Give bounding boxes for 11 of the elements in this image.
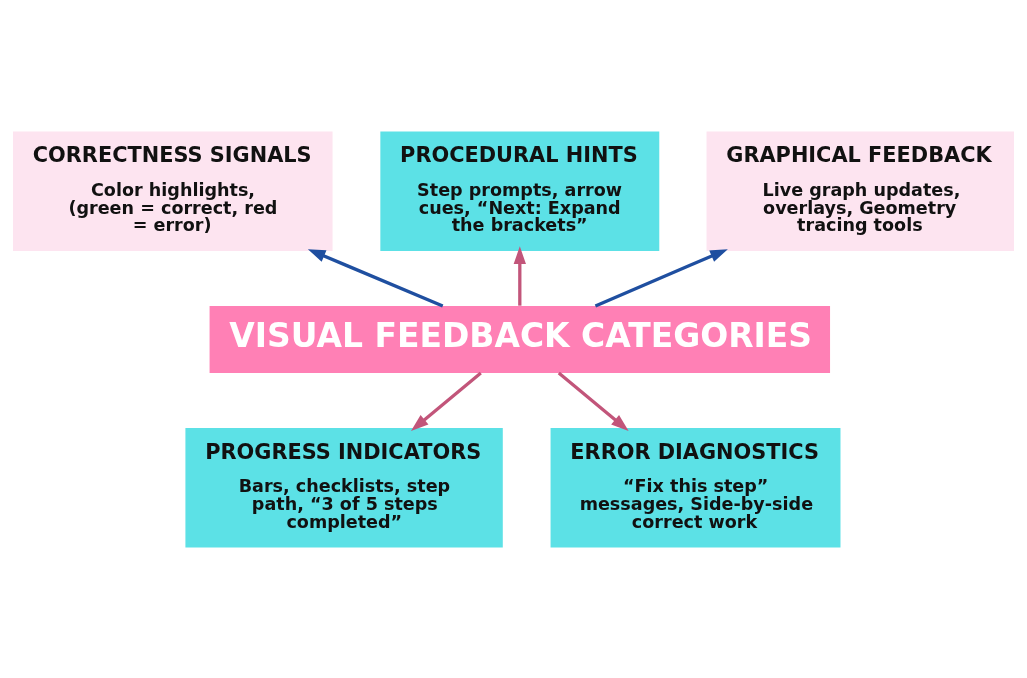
node-box: ERROR DIAGNOSTICS “Fix this step” messages, Side-by-side correct work bbox=[550, 427, 841, 548]
arrow bbox=[513, 245, 526, 306]
node-box: VISUAL FEEDBACK CATEGORIES bbox=[209, 305, 831, 373]
node-box: CORRECTNESS SIGNALS Color highlights, (green = correct, red = error) bbox=[13, 130, 333, 251]
node-box: PROGRESS INDICATORS Bars, checklists, step path, “3 of 5 steps completed” bbox=[185, 427, 503, 548]
arrow bbox=[594, 248, 728, 307]
node-box: PROCEDURAL HINTS Step prompts, arrow cues, “Next: Expand the brackets” bbox=[380, 130, 660, 251]
arrow bbox=[411, 371, 482, 431]
arrow bbox=[557, 371, 629, 431]
arrow bbox=[307, 248, 444, 307]
node-box: GRAPHICAL FEEDBACK Live graph updates, overlays, Geometry tracing tools bbox=[706, 130, 1014, 251]
